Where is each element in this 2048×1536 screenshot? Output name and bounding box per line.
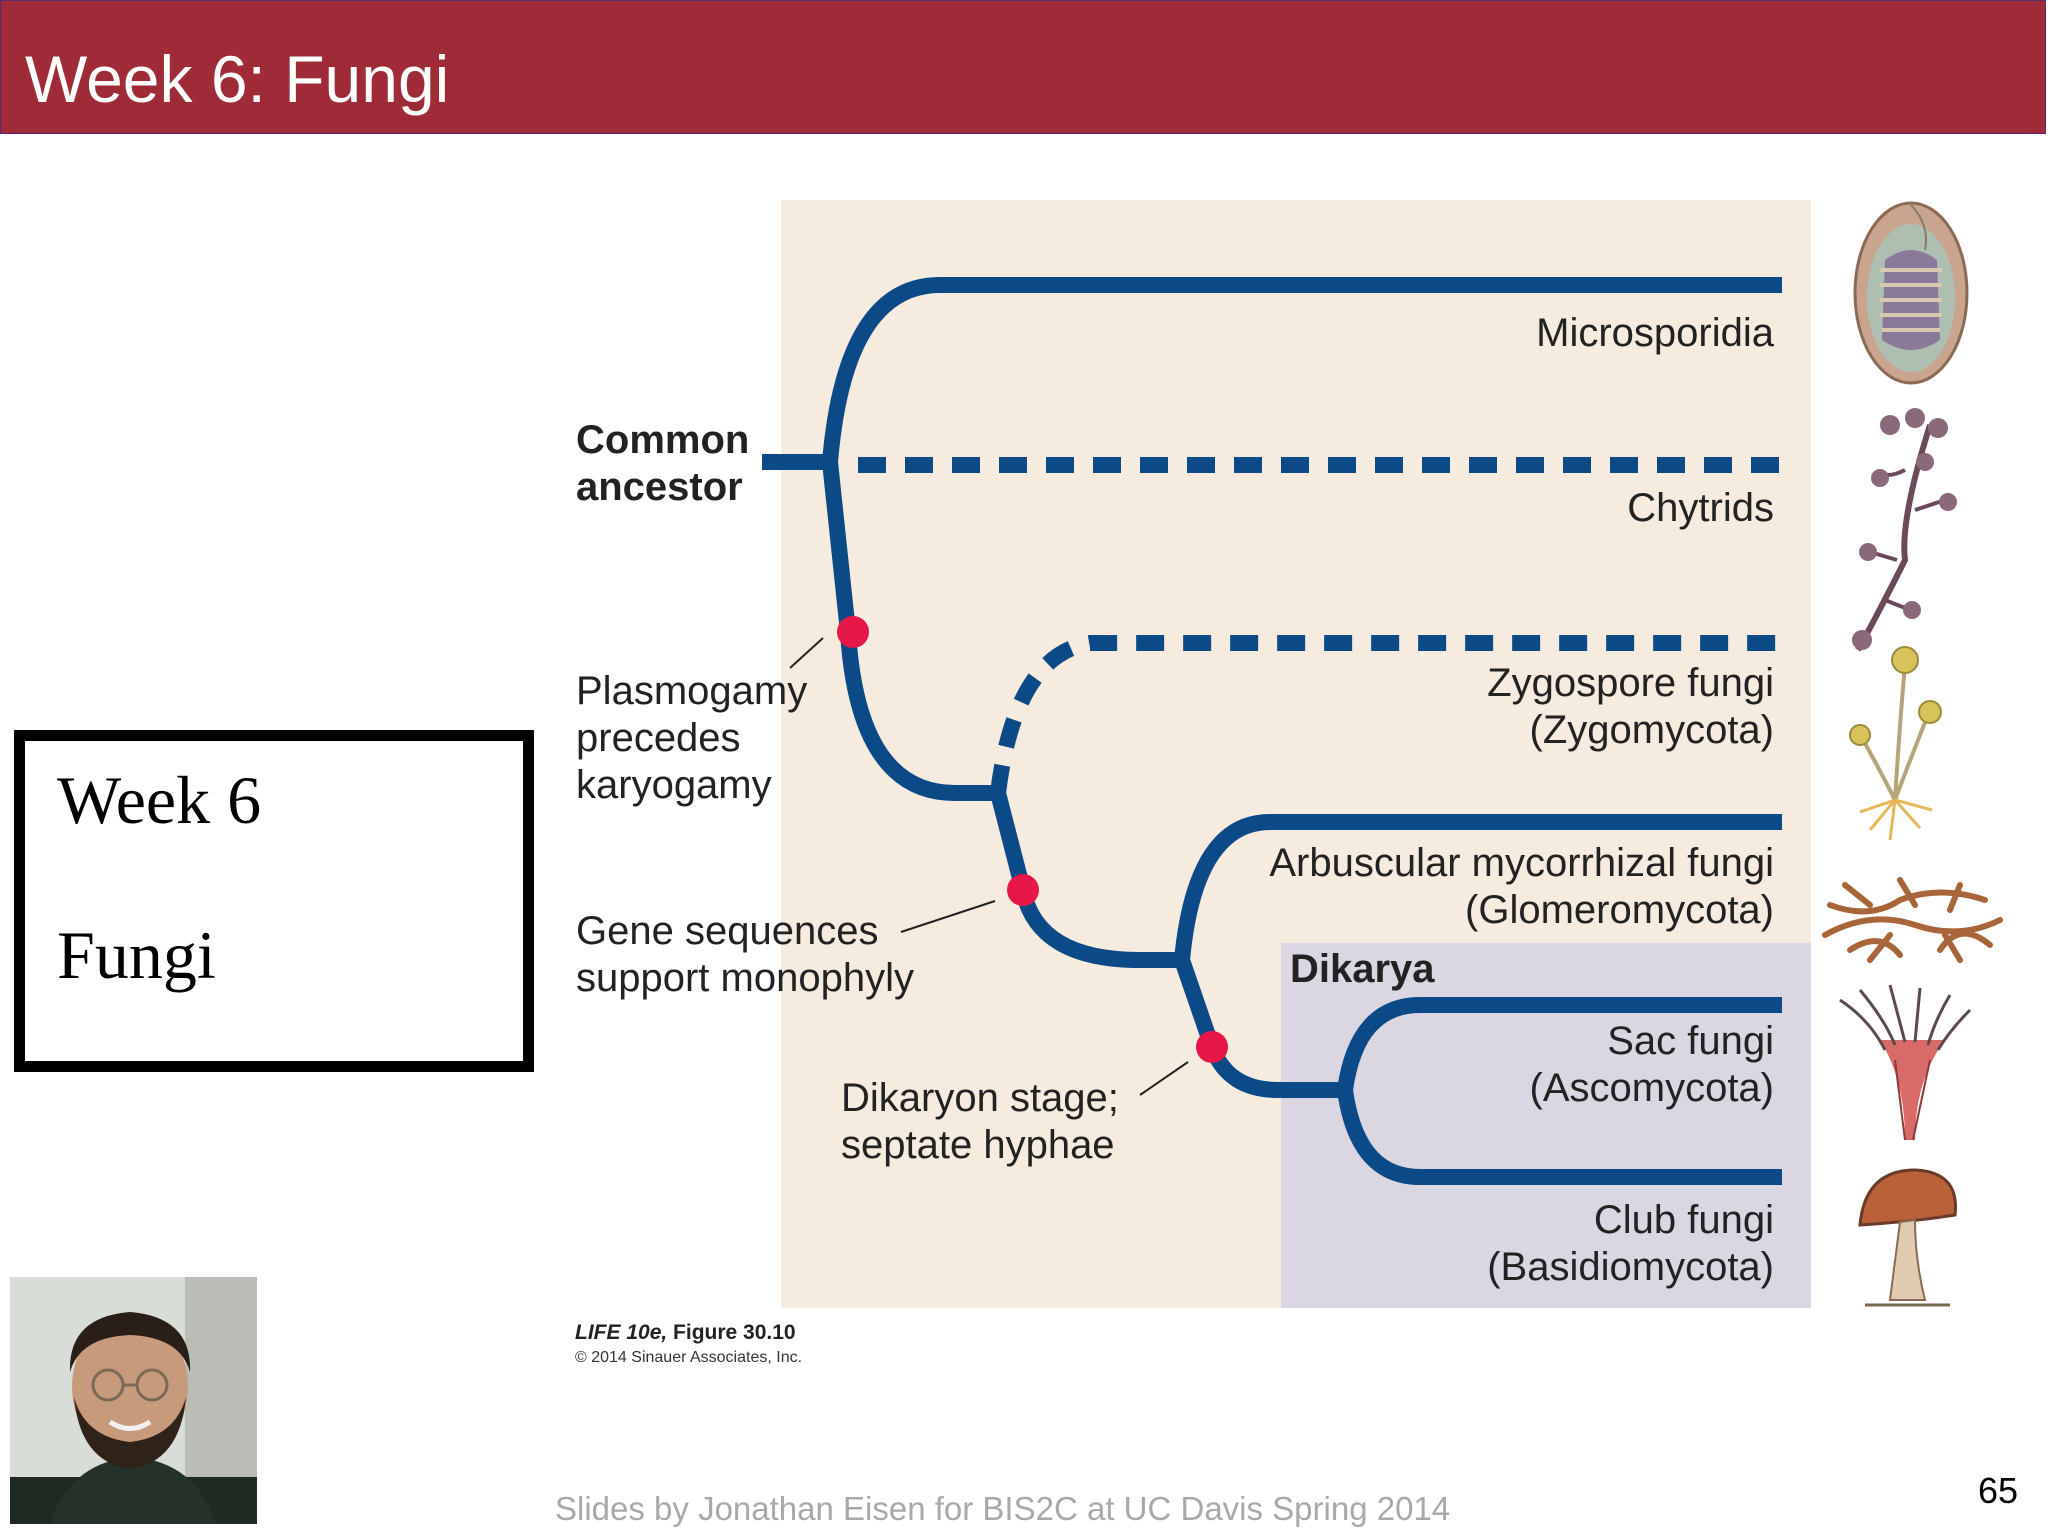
event-gene-sequences-line-1: Gene sequences (576, 909, 879, 953)
week-box-line-1: Week 6 (57, 762, 262, 838)
event-dot-gene-sequences (1007, 874, 1039, 906)
event-gene-sequences-line-2: support monophyly (576, 956, 914, 1000)
branch-basidiomycota (1337, 1088, 1782, 1185)
glomeromycota-illustration (1822, 877, 2003, 963)
pointer-gene-sequences (900, 900, 996, 933)
taxon-microsporidia: Microsporidia (1536, 311, 1774, 355)
taxon-zygomycota: (Zygomycota) (1529, 708, 1775, 752)
taxon-chytrids: Chytrids (1627, 486, 1774, 530)
taxon-glomeromycota: (Glomeromycota) (1465, 888, 1774, 932)
week-box: Week 6 Fungi (14, 730, 534, 1072)
title-bar: Week 6: Fungi (0, 0, 2046, 134)
event-dikaryon-line-1: Dikaryon stage; (841, 1076, 1119, 1120)
page-number: 65 (1978, 1470, 2019, 1511)
branch-ascomycota (1337, 997, 1782, 1092)
figure-caption: LIFE 10e, Figure 30.10 (575, 1321, 796, 1345)
week-box-line-2: Fungi (57, 917, 216, 993)
taxon-basidiomycota: (Basidiomycota) (1487, 1245, 1774, 1289)
slide-footer: Slides by Jonathan Eisen for BIS2C at UC… (555, 1490, 1451, 1527)
basidiomycota-illustration (1858, 1168, 1957, 1307)
common-ancestor-line-2: ancestor (576, 465, 743, 509)
taxon-club-fungi: Club fungi (1593, 1198, 1774, 1242)
zygomycota-illustration (1849, 646, 1942, 841)
microsporidia-illustration (1853, 201, 1969, 385)
branch-backbone-1 (822, 461, 998, 801)
event-dikaryon-line-2: septate hyphae (841, 1123, 1115, 1167)
ascomycota-illustration (1839, 984, 1972, 1141)
branch-zygomycota (990, 635, 1782, 794)
event-plasmogamy-line-2: precedes (576, 716, 741, 760)
event-dot-plasmogamy (837, 616, 869, 648)
group-label-dikarya: Dikarya (1290, 947, 1435, 991)
branch-microsporidia (822, 277, 1782, 463)
chytrid-illustration (1852, 408, 1957, 652)
figure-copyright: © 2014 Sinauer Associates, Inc. (575, 1349, 803, 1366)
caption-book: LIFE 10e, (575, 1321, 668, 1344)
slide-title: Week 6: Fungi (25, 42, 450, 116)
taxon-ascomycota: (Ascomycota) (1529, 1066, 1775, 1110)
pointer-dikaryon (1139, 1061, 1189, 1096)
branch-glomeromycota (1174, 814, 1782, 961)
event-plasmogamy-line-3: karyogamy (576, 763, 772, 807)
common-ancestor-line-1: Common (576, 418, 750, 462)
pointer-plasmogamy (789, 637, 824, 669)
event-dot-dikaryon (1196, 1031, 1228, 1063)
taxon-arbuscular-mycorrhizal-fungi: Arbuscular mycorrhizal fungi (1269, 841, 1774, 885)
presenter-photo (10, 1277, 257, 1524)
caption-figure: Figure 30.10 (673, 1321, 796, 1344)
event-plasmogamy-line-1: Plasmogamy (576, 669, 808, 713)
taxon-zygospore-fungi: Zygospore fungi (1487, 661, 1774, 705)
taxon-sac-fungi: Sac fungi (1607, 1019, 1774, 1063)
